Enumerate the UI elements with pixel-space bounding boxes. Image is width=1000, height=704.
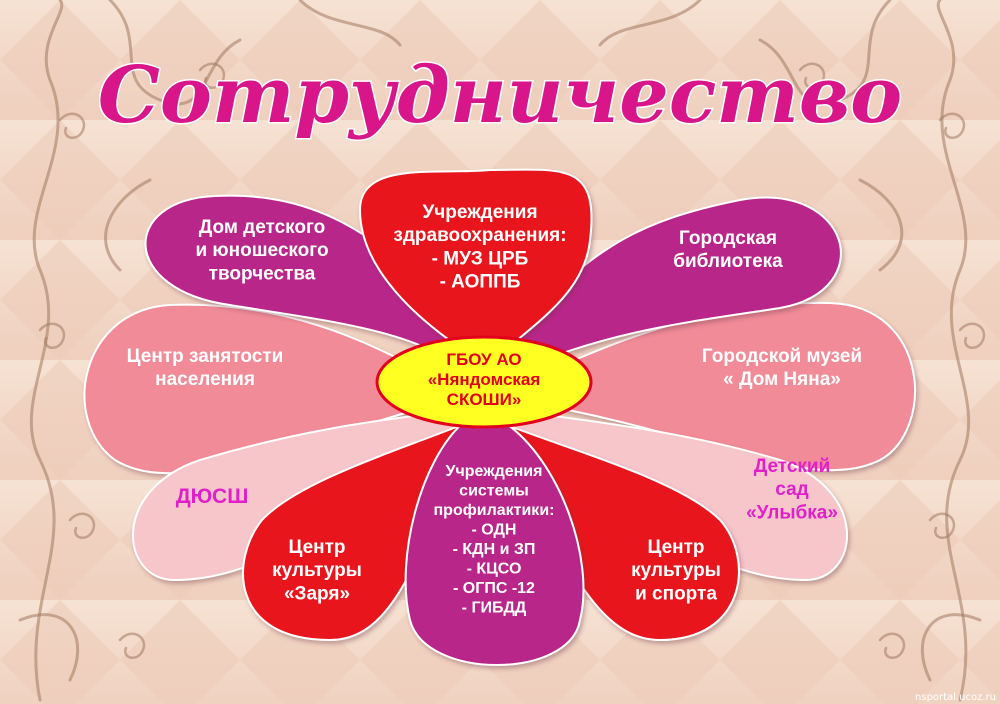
petal-label-line: Учреждения: [422, 202, 537, 223]
vine-curl: [38, 322, 66, 350]
vine: [29, 0, 64, 702]
petal-label: Учреждения системы профилактики: - ОДН - КДН…: [434, 463, 555, 617]
petal-label-line: - КДН и ЗП: [453, 541, 536, 558]
vine-curl: [938, 112, 966, 140]
petal-label-line: Детский: [754, 456, 831, 477]
petal-label-line: творчества: [209, 263, 316, 284]
petal-label-line: « Дом Няна»: [723, 369, 841, 390]
petal-label-line: «Заря»: [284, 583, 350, 604]
petal-label-line: и спорта: [635, 583, 717, 604]
petal-label-line: культуры: [272, 560, 362, 581]
vine-curl: [958, 322, 986, 350]
petal-label-line: Дом детского: [199, 217, 326, 238]
vine: [936, 0, 971, 702]
petal-label-line: - МУЗ ЦРБ: [432, 248, 529, 269]
petal-label-line: Учреждения: [446, 463, 543, 480]
vine-curl: [58, 112, 86, 140]
petal-label-line: Городская: [679, 228, 777, 249]
center-label-line: СКОШИ»: [447, 390, 522, 409]
center-ellipse-shape: [375, 335, 593, 429]
vine: [18, 613, 80, 682]
petal-shape: [358, 168, 593, 348]
petal-label-line: - АОППБ: [440, 272, 521, 293]
petal-label-line: Центр занятости: [127, 346, 284, 367]
petal-label-line: - ОДН: [472, 522, 517, 539]
vine: [758, 0, 892, 106]
petal-label-line: профилактики:: [434, 502, 555, 519]
center-label-line: ГБОУ АО: [446, 350, 521, 369]
vine: [298, 0, 402, 47]
petal-label-line: сад: [775, 479, 808, 500]
page-title: Сотрудничество: [98, 50, 902, 141]
vine-curl: [928, 512, 956, 540]
vine: [598, 0, 702, 47]
petal-label-line: населения: [155, 369, 255, 390]
vine: [858, 178, 904, 272]
petal-label-line: системы: [459, 483, 529, 500]
petal-label-line: - КЦСО: [467, 561, 522, 578]
center-label-line: «Няндомская: [428, 370, 541, 389]
vine-curl: [118, 632, 146, 660]
petal-label-line: и юношеского: [195, 240, 328, 261]
petal-label-line: культуры: [631, 560, 721, 581]
petal-label-line: ДЮСШ: [176, 485, 249, 508]
petal-profilaktika: Учреждения системы профилактики: - ОДН - КДН…: [404, 421, 585, 666]
vine: [108, 0, 242, 106]
petal-label-line: здравоохранения:: [393, 225, 566, 246]
vine: [104, 178, 152, 272]
petal-label-line: Городской музей: [702, 346, 862, 367]
vine: [920, 613, 982, 682]
watermark: nsportal.ucoz.ru: [915, 692, 996, 703]
decorative-vines: [18, 0, 986, 702]
petal-label-line: - ГИБДД: [462, 600, 527, 617]
petal-label-line: «Улыбка»: [746, 502, 838, 523]
vine-curl: [878, 632, 906, 660]
petal-label: Городской музей« Дом Няна»: [702, 346, 862, 390]
petal-shape: [502, 196, 842, 374]
petal-shape: [404, 421, 585, 666]
petal-shape: [144, 194, 476, 374]
petal-label-line: Центр: [288, 537, 345, 558]
petal-label-line: Центр: [647, 537, 704, 558]
vine-curl: [68, 512, 96, 540]
vine-curl: [198, 62, 226, 90]
petal-label-line: - ОГПС -12: [453, 580, 535, 597]
vine-curl: [798, 62, 826, 90]
petal-label-line: библиотека: [673, 251, 783, 272]
petal-label: ДЮСШ: [176, 485, 249, 508]
